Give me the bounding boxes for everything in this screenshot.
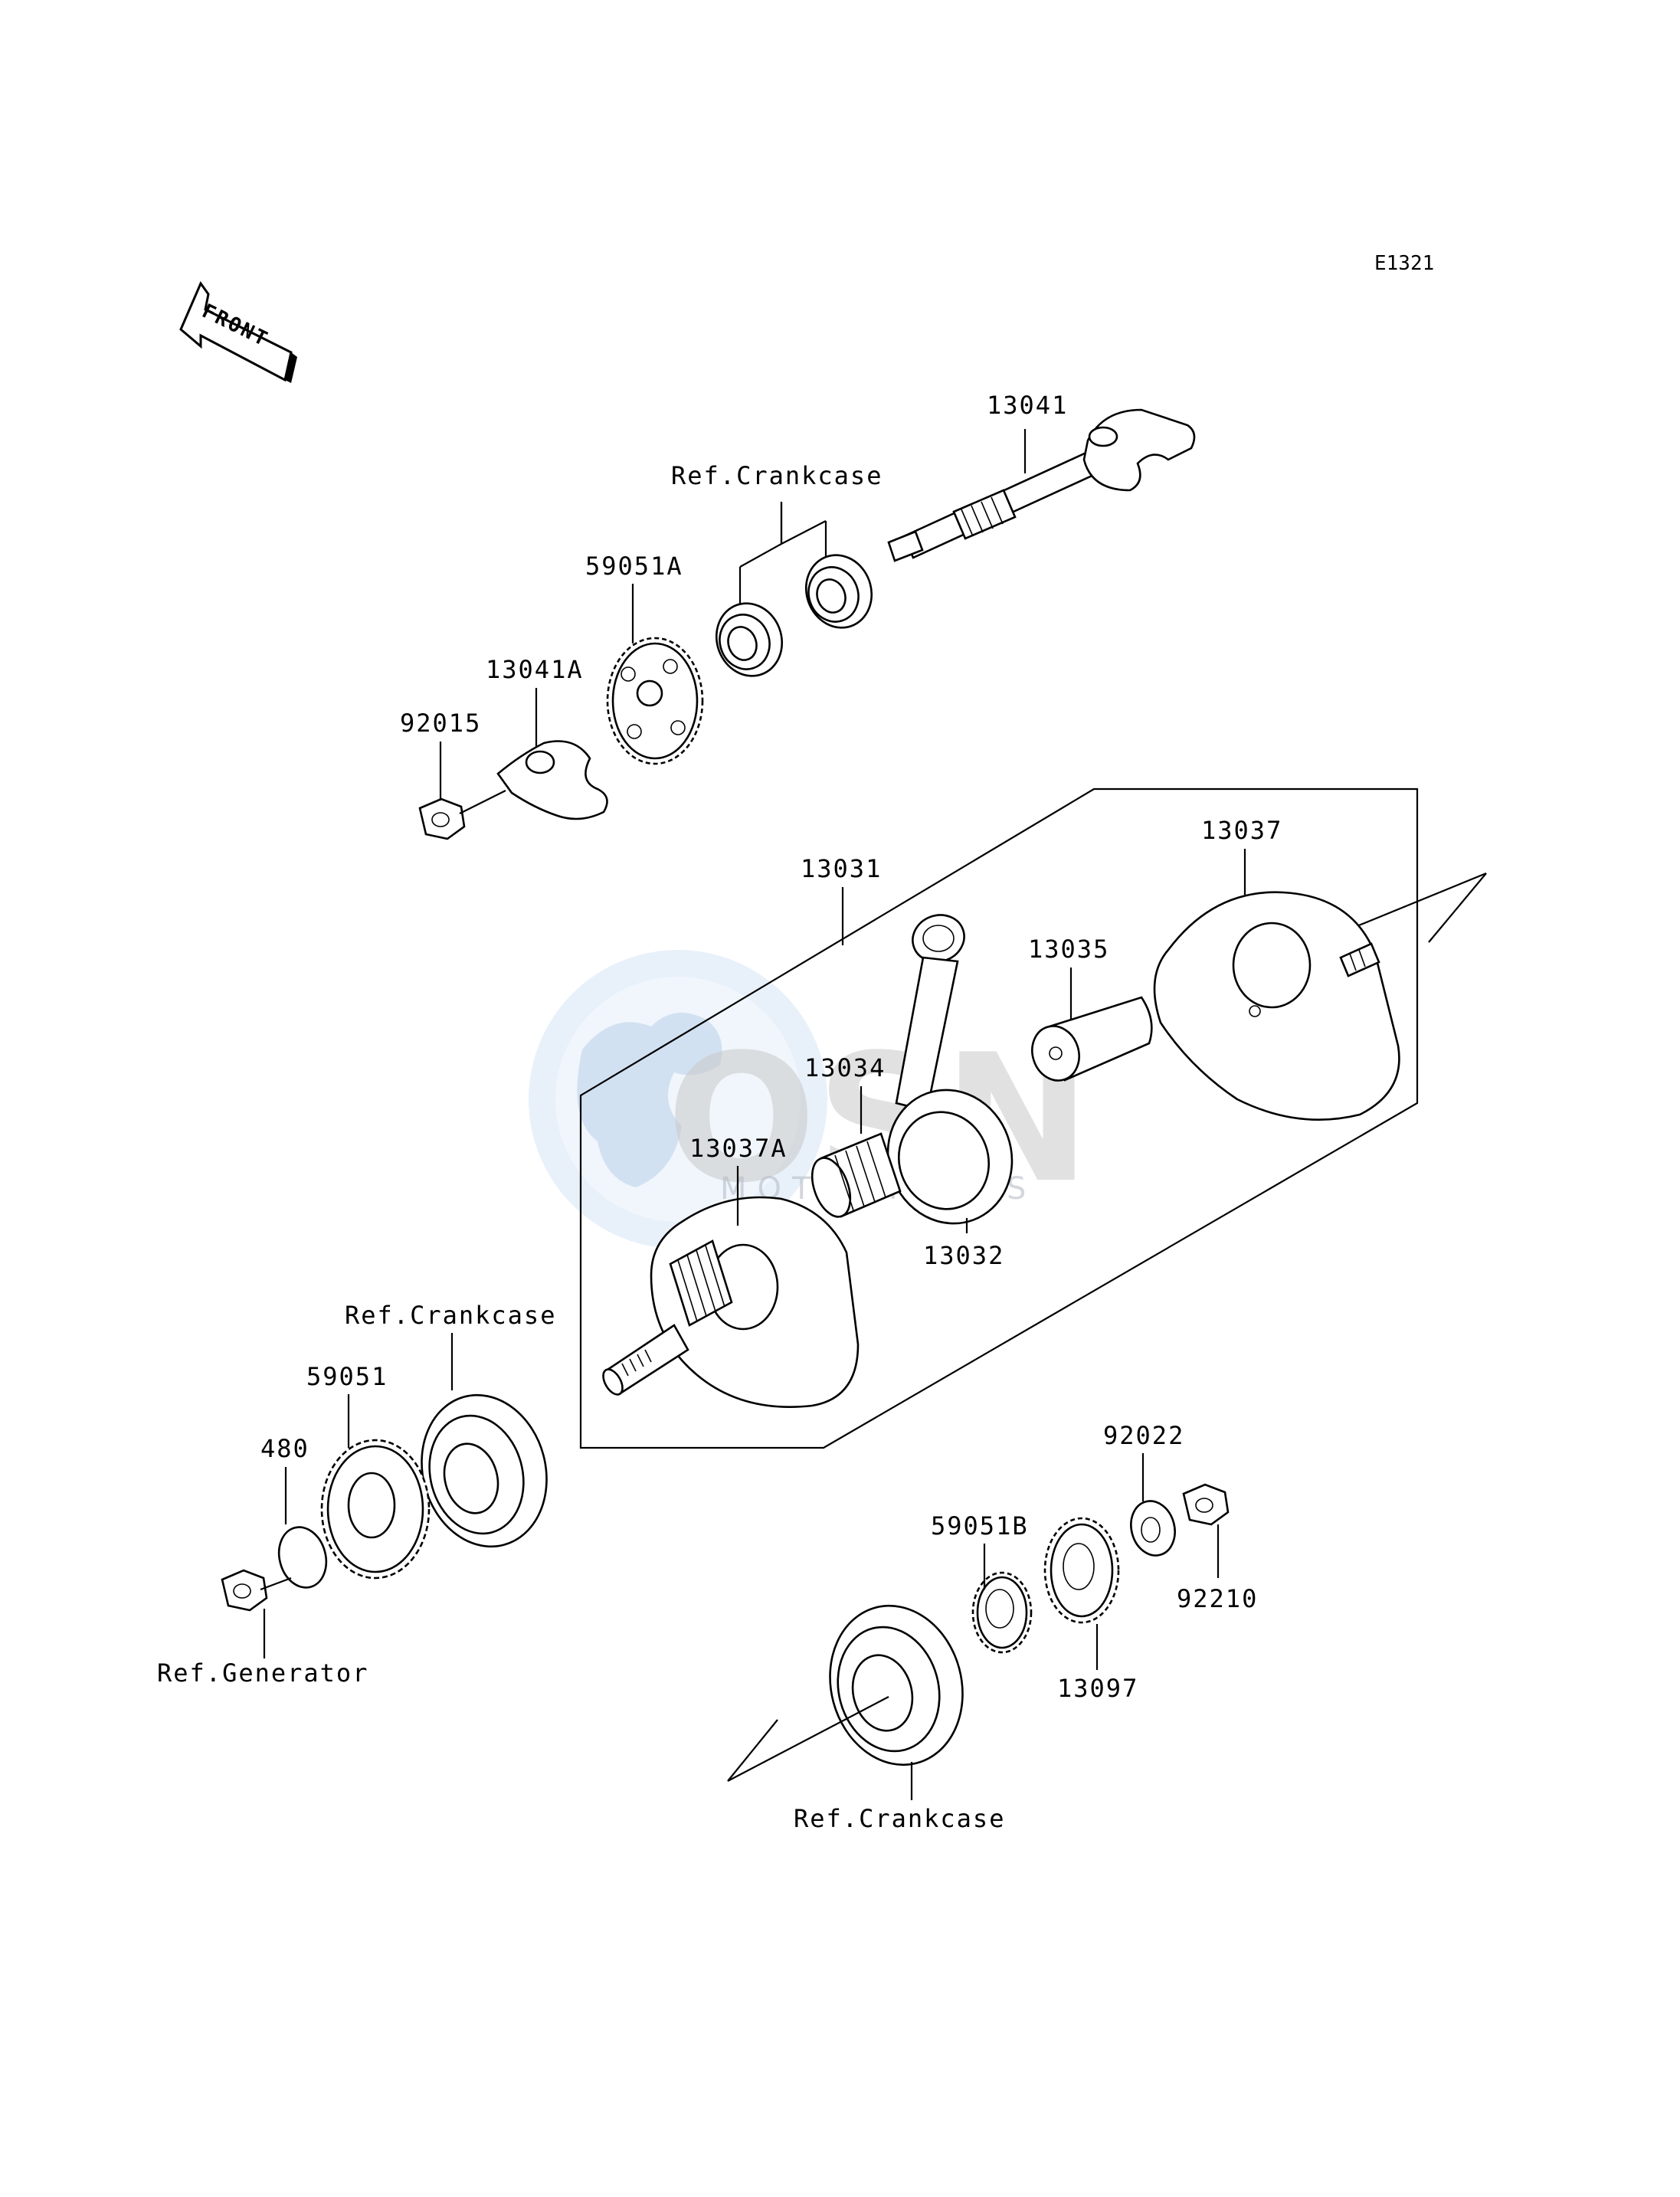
label-92210: 92210 (1177, 1584, 1258, 1613)
label-ref-crankcase-top: Ref.Crankcase (671, 461, 883, 490)
balancer-weight (496, 740, 608, 820)
label-13034: 13034 (804, 1053, 886, 1082)
circlip (277, 1526, 328, 1589)
label-480: 480 (260, 1434, 309, 1463)
bearing-top-left (715, 602, 784, 677)
primary-gear (320, 1439, 431, 1580)
label-ref-generator: Ref.Generator (157, 1658, 368, 1688)
bearing-left (421, 1393, 548, 1548)
label-92022: 92022 (1103, 1421, 1184, 1450)
crank-half-left (602, 1196, 860, 1408)
small-gear (971, 1571, 1033, 1654)
label-59051: 59051 (306, 1362, 388, 1391)
connecting-rod (886, 914, 1014, 1225)
label-ref-crankcase-bottom: Ref.Crankcase (794, 1804, 1005, 1833)
needle-bearing (811, 1132, 902, 1218)
label-13032: 13032 (923, 1241, 1004, 1270)
watermark: OSN MOTORPARTS (529, 950, 1091, 1249)
label-13035: 13035 (1028, 935, 1109, 964)
label-ref-crankcase-left: Ref.Crankcase (345, 1301, 556, 1330)
bearing-top-right (804, 554, 873, 629)
label-92015: 92015 (400, 709, 481, 738)
crank-pin (1031, 996, 1153, 1082)
label-13037: 13037 (1201, 816, 1282, 845)
balancer-drive-gear (606, 637, 704, 765)
nut-92210 (1182, 1483, 1230, 1526)
diagram-code: E1321 (1374, 252, 1434, 275)
label-13031: 13031 (801, 854, 882, 883)
label-13041A: 13041A (486, 655, 584, 684)
nut-92015 (418, 797, 466, 840)
crank-half-right (1153, 891, 1400, 1121)
bearing-bottom (829, 1604, 964, 1766)
balancer-gear (1043, 1517, 1120, 1624)
front-arrow-icon: FRONT (179, 280, 297, 383)
label-13037A: 13037A (689, 1134, 788, 1163)
crankshaft-assembly-box (579, 787, 1419, 1449)
generator-nut (221, 1569, 268, 1612)
label-13041: 13041 (987, 391, 1068, 420)
label-59051B: 59051B (931, 1511, 1029, 1541)
balancer-shaft (887, 408, 1196, 562)
washer (1130, 1500, 1176, 1557)
label-59051A: 59051A (585, 552, 683, 581)
label-13097: 13097 (1057, 1674, 1138, 1703)
